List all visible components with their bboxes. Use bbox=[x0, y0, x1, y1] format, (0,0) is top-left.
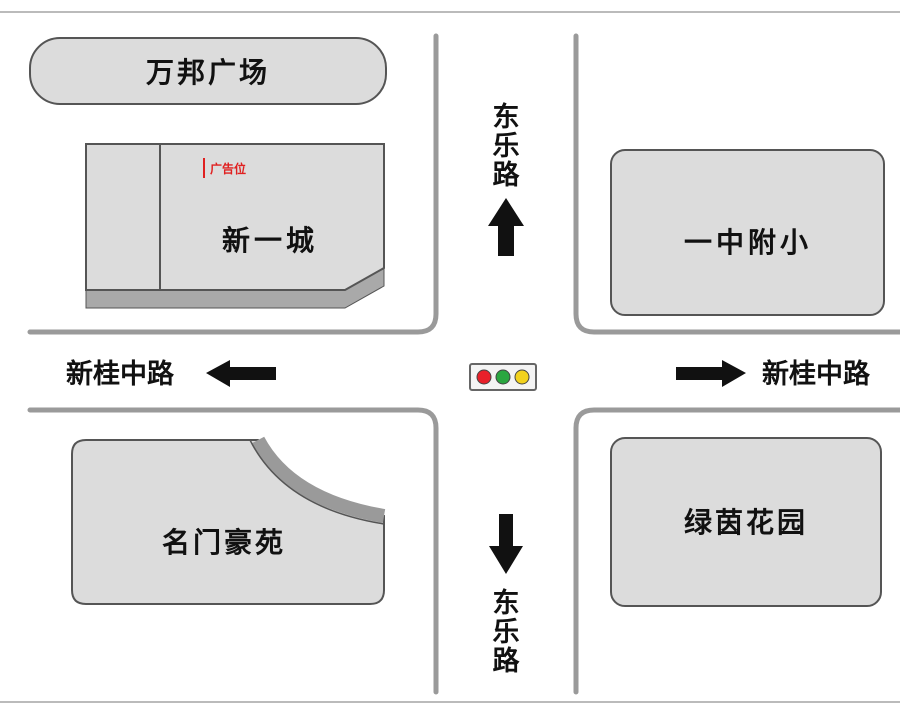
curb-sw bbox=[27, 407, 439, 695]
mingmen-building: 名门豪苑 bbox=[71, 436, 386, 605]
arrow-down-icon bbox=[489, 514, 523, 574]
road-label-south-char2: 乐 bbox=[493, 617, 520, 648]
mingmen-curve-edge bbox=[249, 439, 385, 525]
road-label-north-char2: 乐 bbox=[493, 131, 520, 162]
lvyin-garden-block bbox=[610, 437, 882, 607]
yizhongfuxiao-label: 一中附小 bbox=[684, 226, 812, 259]
road-label-south-char3: 路 bbox=[493, 645, 521, 677]
curb-nw bbox=[27, 33, 439, 335]
traffic-light-yellow bbox=[514, 369, 530, 385]
road-label-south-char1: 东 bbox=[493, 587, 520, 619]
arrow-left-icon bbox=[206, 360, 276, 387]
arrow-up-icon bbox=[488, 198, 524, 256]
mingmen-curved-band bbox=[251, 436, 386, 523]
arrow-right-icon bbox=[676, 360, 746, 387]
curb-ne bbox=[573, 33, 900, 335]
road-label-east: 新桂中路 bbox=[762, 358, 871, 390]
road-edges bbox=[27, 33, 900, 695]
wanbang-plaza-label: 万邦广场 bbox=[146, 56, 270, 89]
lvyin-garden-label: 绿茵花园 bbox=[684, 506, 808, 539]
curb-se bbox=[573, 407, 900, 695]
road-label-north-char1: 东 bbox=[493, 101, 520, 133]
road-label-north-char3: 路 bbox=[493, 159, 521, 191]
mingmen-block bbox=[71, 439, 385, 605]
traffic-light-green bbox=[495, 369, 511, 385]
road-label-west: 新桂中路 bbox=[66, 358, 175, 390]
road-label-south: 东 乐 路 bbox=[493, 587, 521, 677]
wanbang-plaza-block bbox=[29, 37, 387, 105]
traffic-light-red bbox=[476, 369, 492, 385]
yizhongfuxiao-block bbox=[610, 149, 885, 316]
billboard-label: 广告位 bbox=[210, 161, 246, 176]
xinyicheng-label: 新一城 bbox=[222, 224, 318, 257]
xinyicheng-building: 广告位 新一城 bbox=[85, 143, 385, 309]
road-label-north: 东 乐 路 bbox=[493, 101, 521, 191]
traffic-light-icon bbox=[469, 363, 537, 391]
mingmen-label: 名门豪苑 bbox=[162, 526, 286, 559]
